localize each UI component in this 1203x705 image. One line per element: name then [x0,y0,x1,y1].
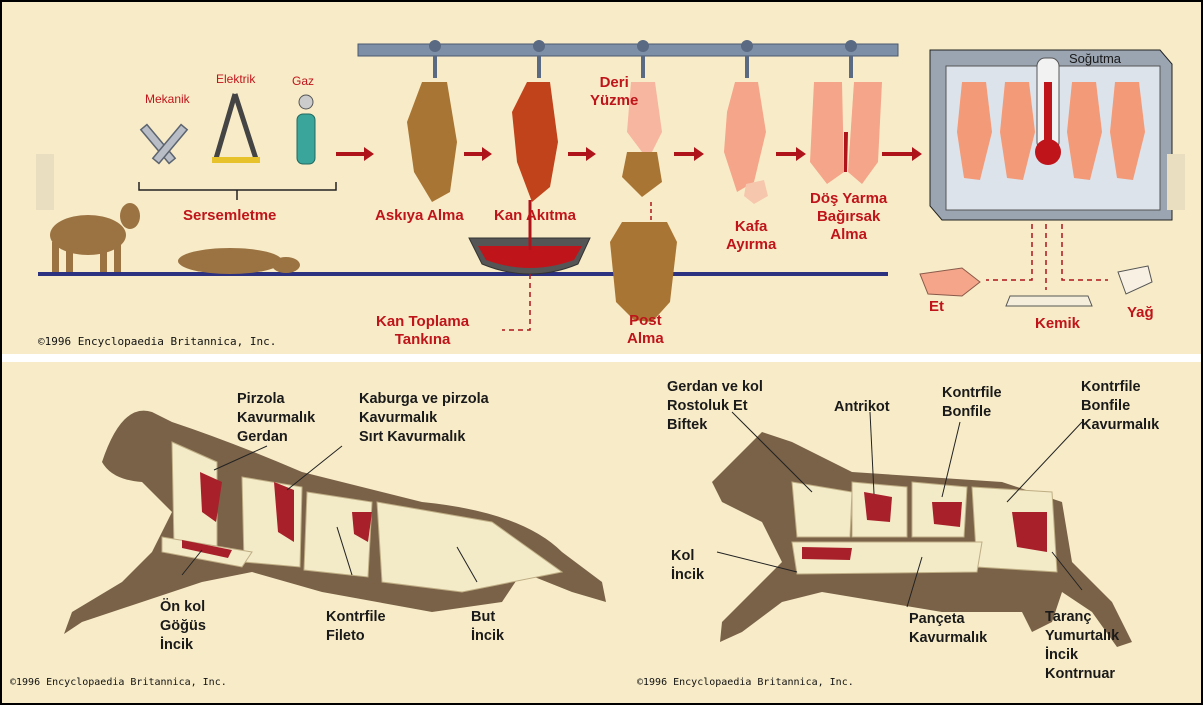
cooling-room [930,50,1172,220]
gas-stun-icon [297,95,315,164]
bottom-left-copyright: ©1996 Encyclopaedia Britannica, Inc. [10,677,227,688]
fat-icon [1118,266,1152,294]
stun-bracket [139,182,336,200]
hanging-label: Askıya Alma [375,207,464,225]
top-copyright: ©1996 Encyclopaedia Britannica, Inc. [38,335,276,348]
right-cut-label-2: Antrikot [834,398,890,417]
panel-divider [2,354,1201,362]
right-cuts [792,482,1057,574]
stunning-label: Sersemletme [183,207,276,225]
mechanical-stun-icon [141,125,187,164]
stun-electric-label: Elektrik [216,70,255,88]
stun-mechanical-label: Mekanik [145,90,190,108]
product-fat-label: Yağ [1127,304,1154,322]
cooling-label: Soğutma [1069,50,1121,68]
floor-line [38,272,888,276]
stun-gas-label: Gaz [292,72,314,90]
bottom-right-copyright: ©1996 Encyclopaedia Britannica, Inc. [637,677,854,688]
electric-stun-icon [212,94,260,162]
hide-icon [610,222,677,322]
product-bone-label: Kemik [1035,315,1080,333]
bone-icon [1006,296,1092,306]
meat-icon [920,268,980,296]
product-arrows [502,224,1108,330]
bleeding-label: Kan Akıtma [494,207,576,225]
lying-cow-icon [178,248,300,274]
product-meat-label: Et [929,298,944,316]
standing-cow-icon [50,203,140,272]
hanging-carcasses [407,82,882,202]
slaughter-process-panel: Mekanik Elektrik Gaz Sersemletme Askıya … [2,2,1201,354]
process-illustration [2,2,1201,354]
